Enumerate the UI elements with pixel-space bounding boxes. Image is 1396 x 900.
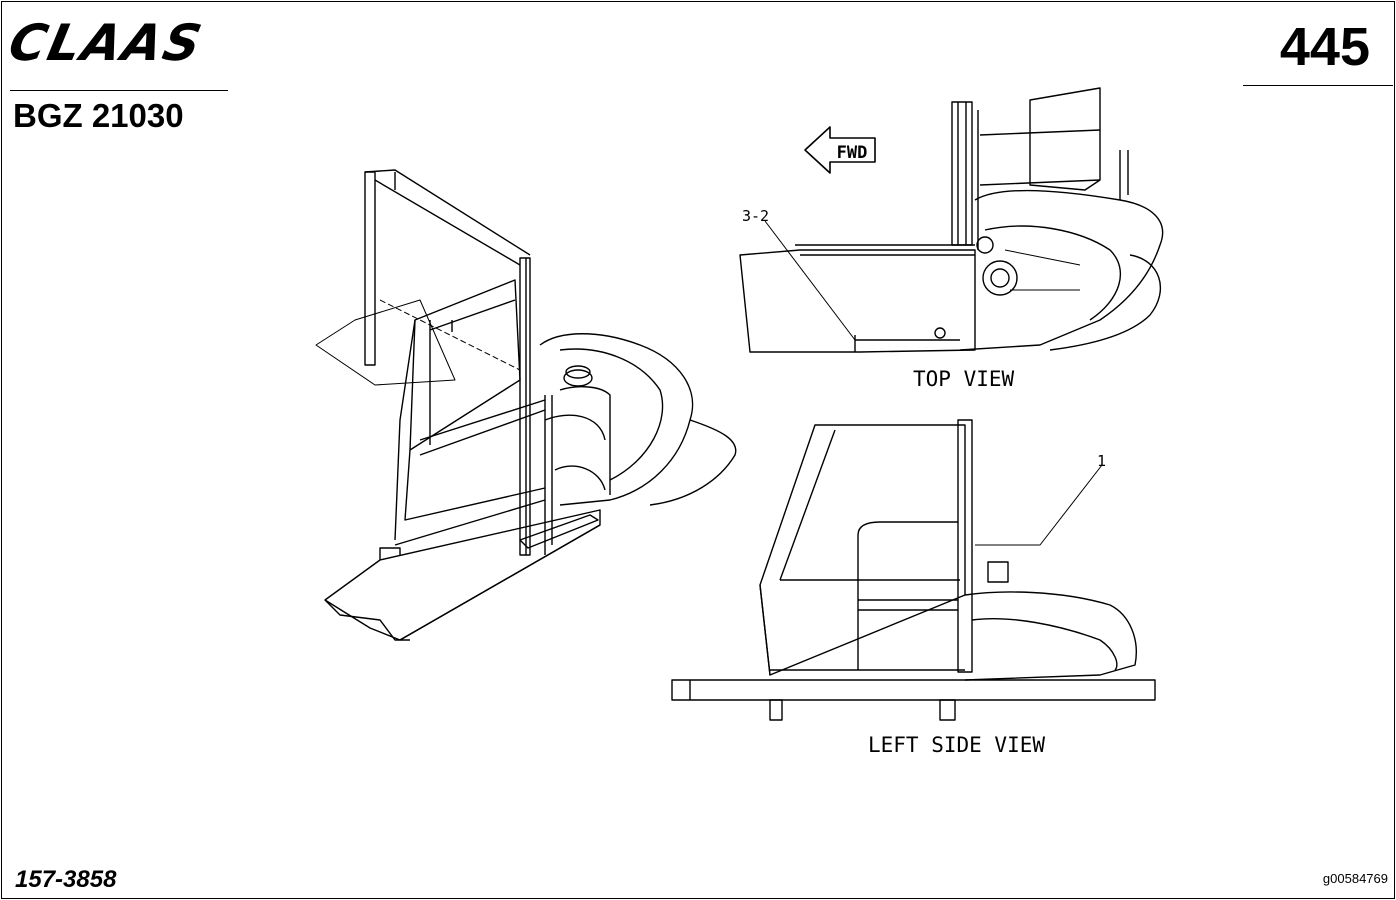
left-side-view-label: LEFT SIDE VIEW (868, 733, 1045, 757)
forward-arrow-icon (804, 126, 876, 174)
fwd-label: FWD (837, 143, 868, 163)
callout-1: 1 (1097, 452, 1106, 470)
page-number: 445 (1279, 17, 1370, 77)
top-view-label: TOP VIEW (913, 367, 1015, 391)
top-view (739, 87, 1164, 353)
header-divider-left (10, 90, 228, 91)
header-divider-right (1243, 85, 1393, 86)
isometric-view (315, 169, 737, 641)
left-side-view (671, 419, 1156, 721)
document-code: BGZ 21030 (13, 97, 184, 134)
image-code: g00584769 (1322, 871, 1388, 886)
callout-3-2: 3-2 (742, 207, 769, 225)
part-number: 157-3858 (15, 866, 117, 893)
